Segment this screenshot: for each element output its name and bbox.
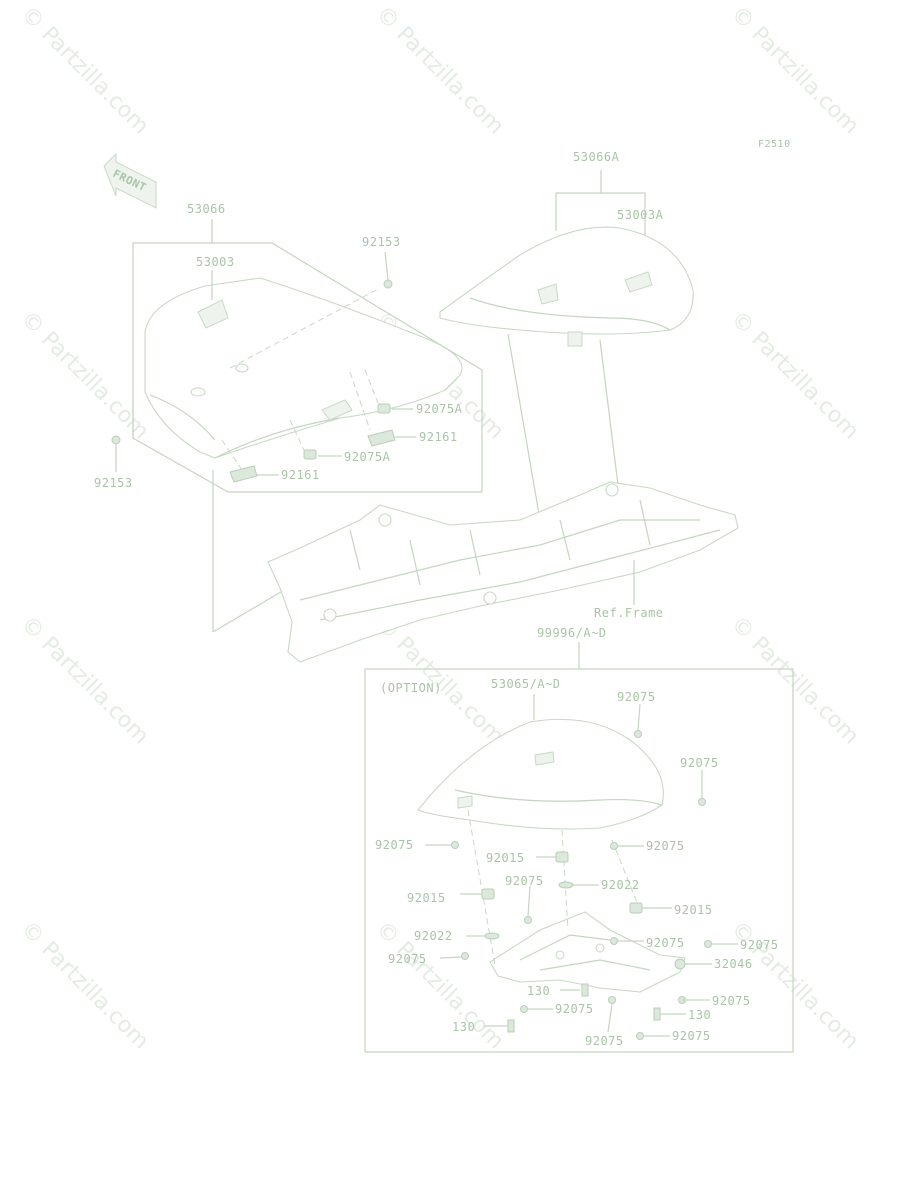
rear-seat-group: 53066A 53003A	[439, 150, 694, 521]
watermark: © Partzilla.com	[726, 2, 864, 140]
cowl-bracket-icon	[489, 911, 686, 993]
watermark: © Partzilla.com	[16, 2, 154, 140]
watermark: © Partzilla.com	[371, 2, 509, 140]
screw-icon	[610, 937, 618, 945]
damper-icon	[377, 403, 391, 414]
front-arrow-icon: FRONT	[103, 152, 157, 209]
callout-53003: 53003	[196, 255, 235, 269]
screw-icon	[461, 952, 469, 960]
callout-92015: 92015	[486, 851, 525, 865]
callout-92161-upper: 92161	[419, 430, 458, 444]
nut-icon	[555, 851, 569, 863]
callout-92161-lower: 92161	[281, 468, 320, 482]
callout-130: 130	[688, 1008, 711, 1022]
callout-92075: 92075	[646, 839, 685, 853]
grommet-icon	[674, 958, 686, 970]
screw-icon	[636, 1032, 644, 1040]
callout-ref-frame: Ref.Frame	[594, 606, 664, 620]
callout-32046: 32046	[714, 957, 753, 971]
callout-92075: 92075	[617, 690, 656, 704]
front-seat-icon	[144, 277, 463, 459]
front-seat-group: 53066 53003 92153 92153 92075A 92075A 92…	[94, 202, 483, 633]
callout-92015: 92015	[407, 891, 446, 905]
option-label: (OPTION)	[380, 681, 442, 695]
callout-99996: 99996/A~D	[537, 626, 607, 640]
damper-icon	[303, 449, 317, 460]
frame-icon	[267, 481, 739, 663]
bolt-icon	[653, 1007, 661, 1021]
callout-92075: 92075	[585, 1034, 624, 1048]
screw-icon	[111, 435, 121, 445]
seat-cowl-icon	[417, 718, 664, 830]
screw-icon	[634, 730, 642, 738]
screw-icon	[704, 940, 712, 948]
callout-130: 130	[452, 1020, 475, 1034]
callout-92022: 92022	[601, 878, 640, 892]
watermark: © Partzilla.com	[16, 917, 154, 1055]
screw-icon	[698, 798, 706, 806]
screw-icon	[383, 279, 393, 289]
watermark: © Partzilla.com	[726, 307, 864, 445]
callout-92153-left: 92153	[94, 476, 133, 490]
watermark: © Partzilla.com	[726, 612, 864, 750]
bolt-icon	[507, 1019, 515, 1033]
clip-icon	[229, 465, 258, 483]
nut-icon	[481, 888, 495, 900]
callout-92075: 92075	[505, 874, 544, 888]
nut-icon	[629, 902, 643, 914]
figure-code: F2510	[758, 139, 791, 150]
rear-seat-icon	[439, 226, 694, 335]
callout-53065: 53065/A~D	[491, 677, 561, 691]
callout-92075a-upper: 92075A	[416, 402, 463, 416]
callout-92075: 92075	[646, 936, 685, 950]
callout-92075: 92075	[555, 1002, 594, 1016]
callout-92015: 92015	[674, 903, 713, 917]
option-box	[364, 668, 794, 1053]
callout-92153-top: 92153	[362, 235, 401, 249]
screw-icon	[608, 996, 616, 1004]
callout-53066: 53066	[187, 202, 226, 216]
callout-92075: 92075	[672, 1029, 711, 1043]
screw-icon	[520, 1005, 528, 1013]
washer-icon	[558, 881, 574, 889]
screw-icon	[451, 841, 459, 849]
callout-130: 130	[527, 984, 550, 998]
bolt-icon	[581, 983, 589, 997]
screw-icon	[610, 842, 618, 850]
callout-92075: 92075	[740, 938, 779, 952]
callout-92022: 92022	[414, 929, 453, 943]
option-kit-group: 99996/A~D (OPTION) 53065/A~D	[364, 626, 794, 1053]
callout-92075a-lower: 92075A	[344, 450, 391, 464]
clip-icon	[367, 429, 396, 447]
callout-53003a: 53003A	[617, 208, 664, 222]
callout-92075: 92075	[388, 952, 427, 966]
callout-53066a: 53066A	[573, 150, 620, 164]
washer-icon	[484, 932, 500, 940]
callout-92075: 92075	[680, 756, 719, 770]
frame-group: Ref.Frame	[267, 481, 739, 663]
callout-92075: 92075	[712, 994, 751, 1008]
callout-92075: 92075	[375, 838, 414, 852]
screw-icon	[524, 916, 532, 924]
watermark: © Partzilla.com	[16, 612, 154, 750]
